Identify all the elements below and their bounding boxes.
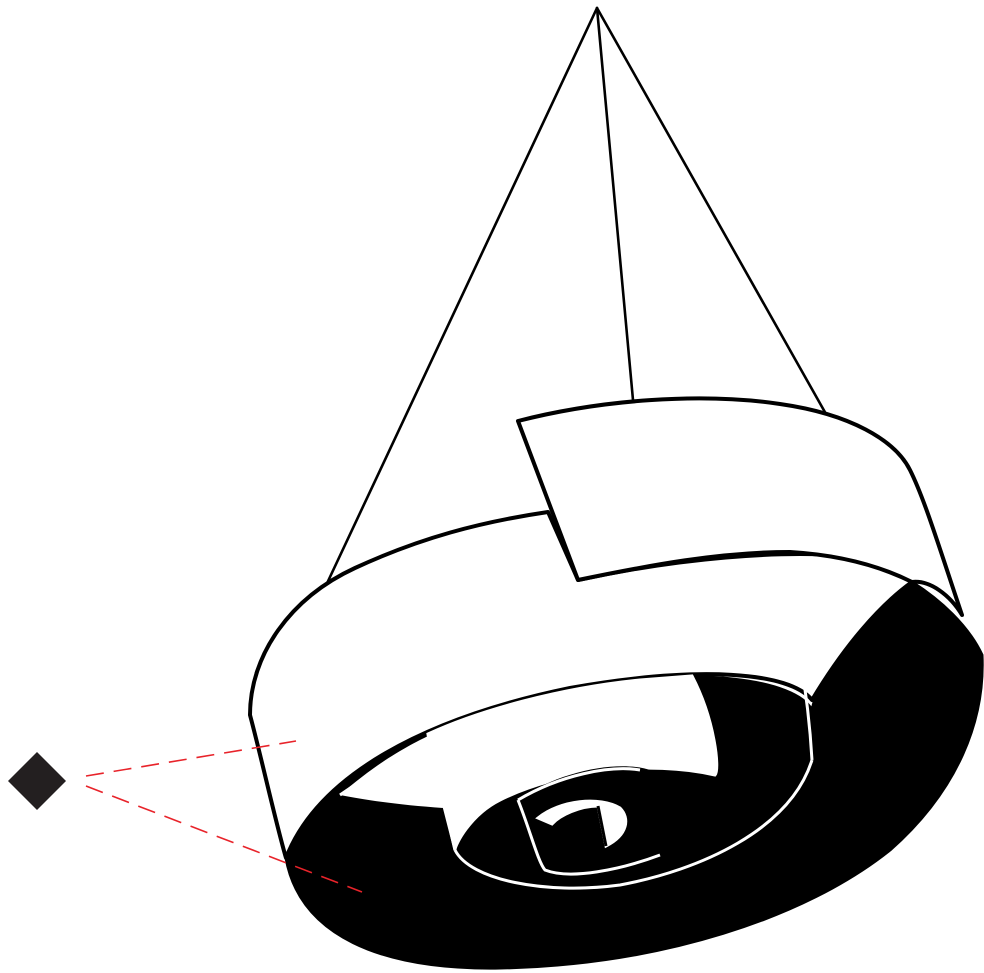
diamond-light-source-icon — [8, 752, 66, 810]
string-right — [597, 8, 826, 414]
string-middle — [597, 8, 633, 400]
